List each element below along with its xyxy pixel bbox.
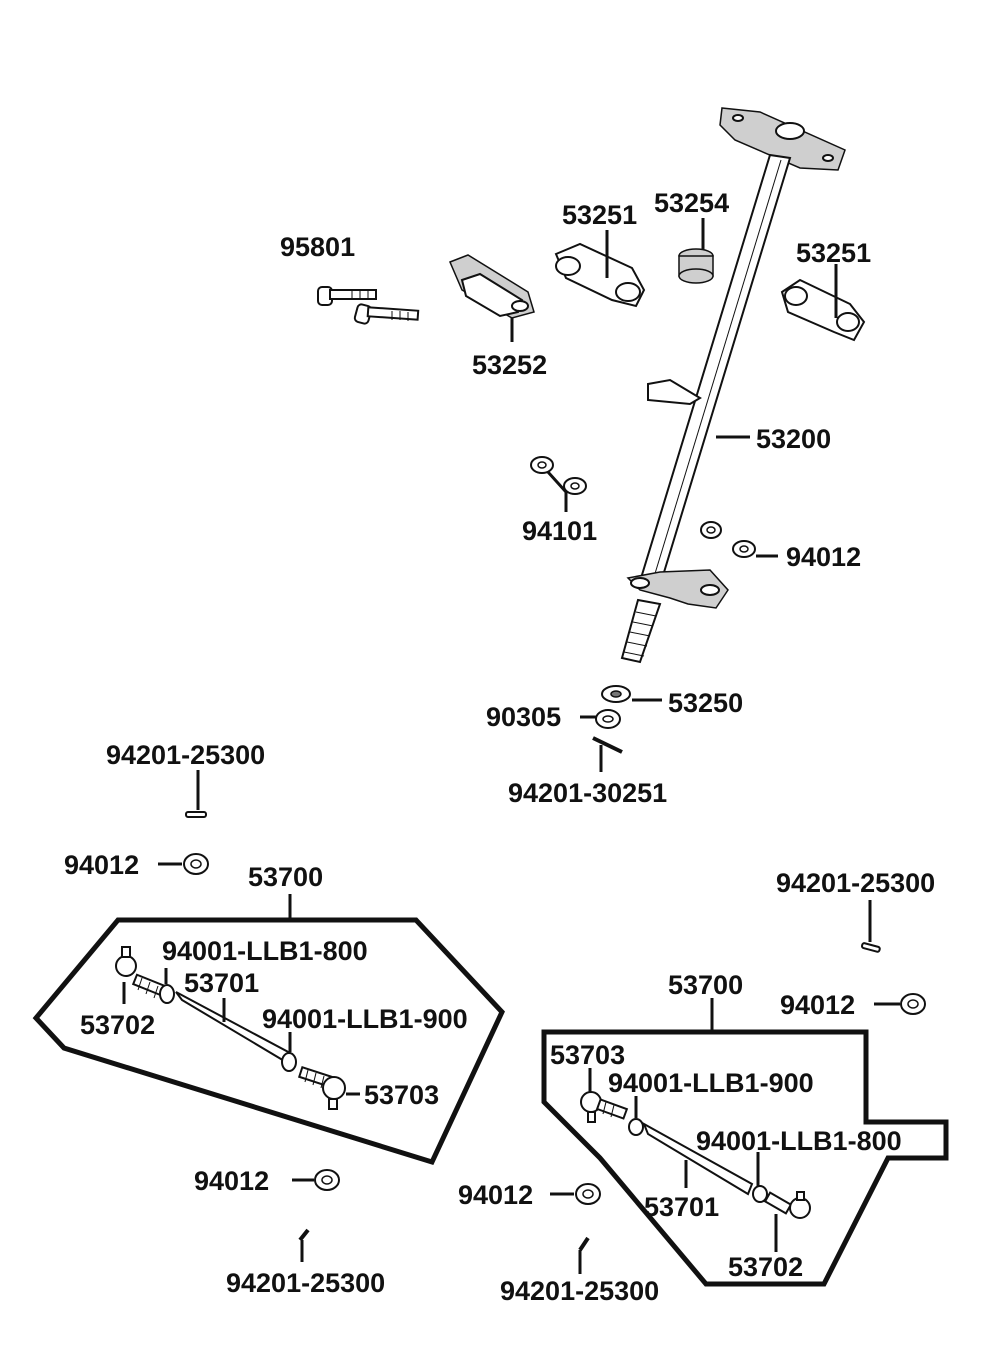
label-94001-llb1-900-left: 94001-LLB1-900 bbox=[262, 1004, 468, 1034]
label-53251-left: 53251 bbox=[562, 200, 638, 230]
label-53200: 53200 bbox=[756, 424, 832, 454]
label-94201-25300-top-left: 94201-25300 bbox=[106, 740, 266, 770]
label-53254: 53254 bbox=[654, 188, 730, 218]
tie-rod-assembly-53700-right bbox=[541, 998, 949, 1287]
label-94012-bottom-left: 94012 bbox=[194, 1166, 270, 1196]
label-94001-llb1-800-left: 94001-LLB1-800 bbox=[162, 936, 368, 966]
cotter-pin-94201-25300-bottom-left bbox=[298, 1228, 310, 1262]
handlebar-holder-53251-left bbox=[554, 230, 646, 308]
holder-plate-53252 bbox=[449, 254, 535, 342]
label-90305: 90305 bbox=[486, 702, 562, 732]
label-53250: 53250 bbox=[668, 688, 744, 718]
nut-94101 bbox=[530, 456, 587, 512]
cotter-pin-94201-25300-top-right bbox=[860, 900, 881, 953]
label-94201-30251: 94201-30251 bbox=[508, 778, 668, 808]
nut-94012-left bbox=[158, 853, 209, 875]
label-53702-left: 53702 bbox=[80, 1010, 156, 1040]
bolt-95801 bbox=[317, 286, 420, 325]
label-94001-llb1-900-right: 94001-LLB1-900 bbox=[608, 1068, 814, 1098]
label-53703-right: 53703 bbox=[550, 1040, 626, 1070]
label-53700-left: 53700 bbox=[248, 862, 324, 892]
label-53700-right: 53700 bbox=[668, 970, 744, 1000]
steering-shaft-53200 bbox=[620, 107, 846, 664]
label-94012-right: 94012 bbox=[780, 990, 856, 1020]
label-94012-bottom-right: 94012 bbox=[458, 1180, 534, 1210]
cotter-pin-94201-25300-top-left bbox=[185, 770, 207, 818]
label-53701-right: 53701 bbox=[644, 1192, 720, 1222]
nut-94012-top bbox=[700, 521, 778, 558]
label-53252: 53252 bbox=[472, 350, 548, 380]
label-53703-left: 53703 bbox=[364, 1080, 440, 1110]
damper-53254 bbox=[678, 218, 714, 284]
nut-94012-bottom-left bbox=[292, 1169, 340, 1191]
label-94201-25300-bottom-left: 94201-25300 bbox=[226, 1268, 386, 1298]
washer-53250 bbox=[601, 685, 662, 703]
cotter-pin-94201-30251 bbox=[592, 736, 623, 772]
label-94201-25300-top-right: 94201-25300 bbox=[776, 868, 936, 898]
label-94012-top: 94012 bbox=[786, 542, 862, 572]
label-53701-left: 53701 bbox=[184, 968, 260, 998]
tie-rod-assembly-53700-left bbox=[32, 894, 505, 1166]
nut-94012-right bbox=[874, 993, 926, 1015]
label-53702-right: 53702 bbox=[728, 1252, 804, 1282]
castle-nut-90305 bbox=[580, 709, 621, 729]
label-94012-left: 94012 bbox=[64, 850, 140, 880]
label-94201-25300-bottom-right: 94201-25300 bbox=[500, 1276, 660, 1306]
label-53251-right: 53251 bbox=[796, 238, 872, 268]
label-95801: 95801 bbox=[280, 232, 356, 262]
label-94101: 94101 bbox=[522, 516, 598, 546]
handlebar-holder-53251-right bbox=[780, 264, 866, 342]
cotter-pin-94201-25300-bottom-right bbox=[578, 1236, 590, 1274]
nut-94012-bottom-right bbox=[550, 1183, 601, 1205]
label-94001-llb1-800-right: 94001-LLB1-800 bbox=[696, 1126, 902, 1156]
